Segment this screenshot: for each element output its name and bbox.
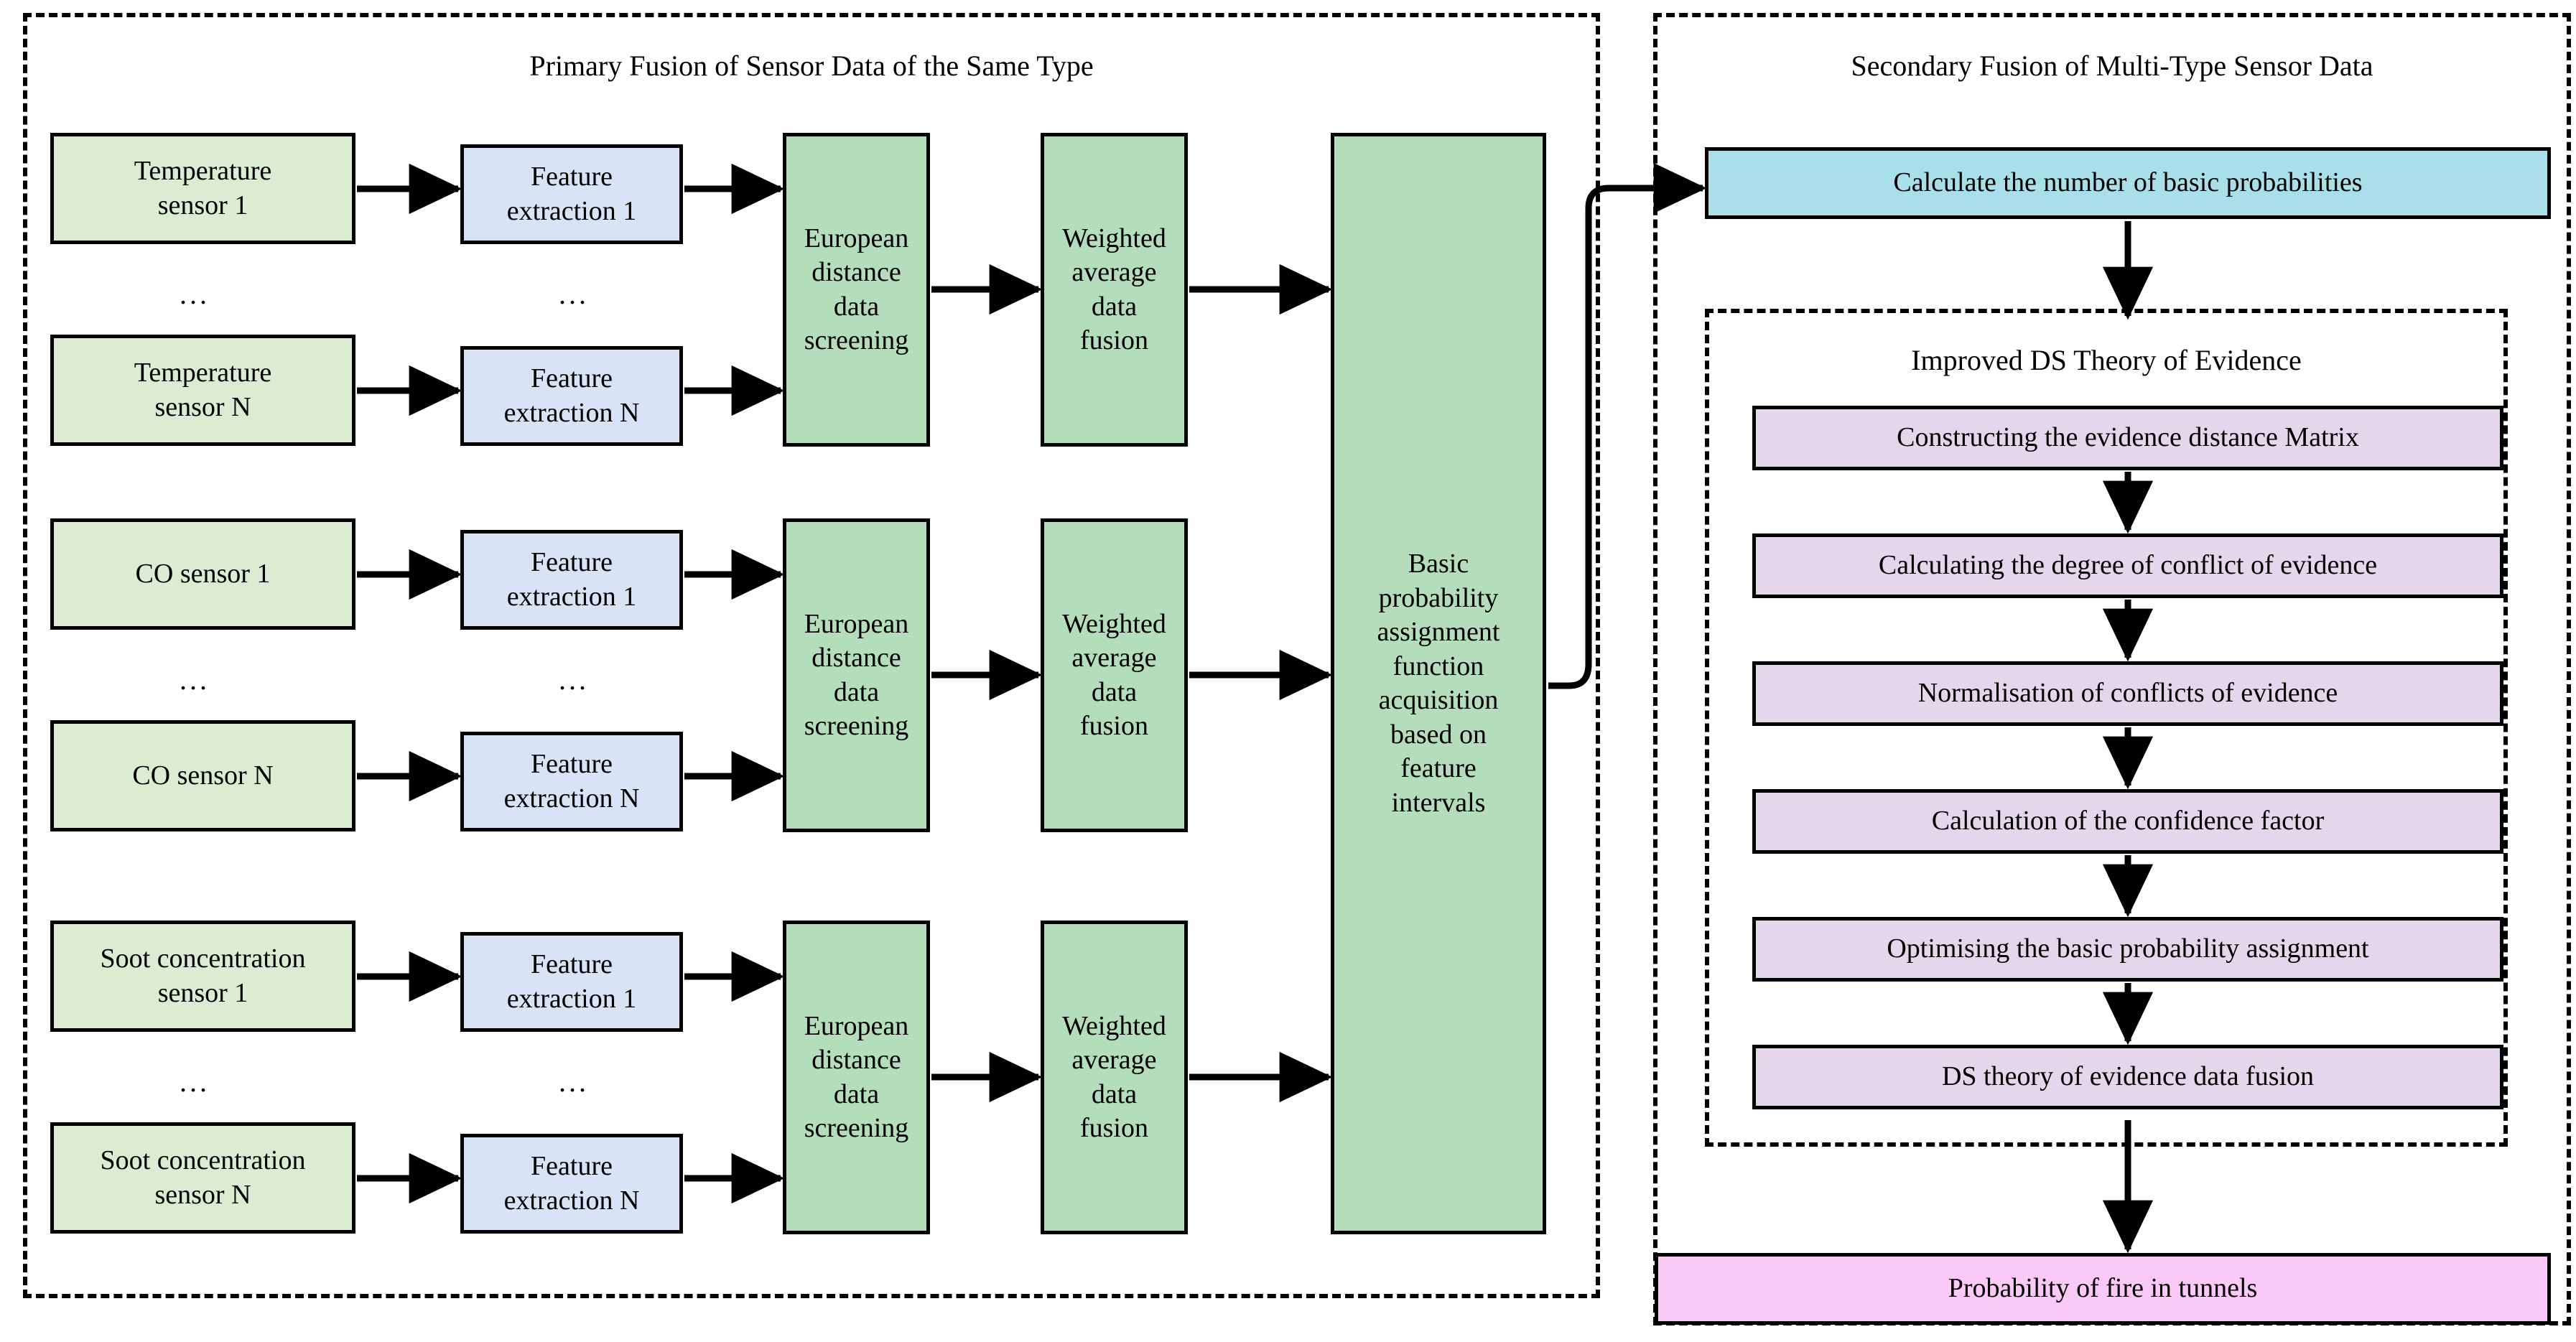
sensor-box-co-n[interactable]: CO sensor N [50, 720, 355, 831]
sensor-box-soot-n[interactable]: Soot concentration sensor N [50, 1122, 355, 1234]
ellipsis-sensor-soot: ... [180, 1066, 210, 1098]
sensor-box-temperature-n[interactable]: Temperature sensor N [50, 335, 355, 446]
ellipsis-feature-soot: ... [559, 1066, 589, 1098]
probability-of-fire-output-box[interactable]: Probability of fire in tunnels [1655, 1253, 2551, 1325]
ds-step-ds-theory-evidence-data-fusion[interactable]: DS theory of evidence data fusion [1752, 1045, 2503, 1109]
ds-step-optimising-basic-probability-assignment[interactable]: Optimising the basic probability assignm… [1752, 917, 2503, 982]
fusion-box-temperature[interactable]: Weighted average data fusion [1041, 133, 1188, 447]
sensor-box-co-1[interactable]: CO sensor 1 [50, 518, 355, 630]
sensor-box-temperature-1[interactable]: Temperature sensor 1 [50, 133, 355, 244]
feature-box-temperature-n[interactable]: Feature extraction N [460, 346, 683, 446]
feature-box-soot-1[interactable]: Feature extraction 1 [460, 932, 683, 1032]
screening-box-temperature[interactable]: European distance data screening [783, 133, 930, 447]
ds-step-calculation-of-confidence-factor[interactable]: Calculation of the confidence factor [1752, 789, 2503, 854]
feature-box-co-1[interactable]: Feature extraction 1 [460, 530, 683, 630]
ellipsis-feature-co: ... [559, 663, 589, 696]
basic-probability-assignment-box[interactable]: Basic probability assignment function ac… [1331, 133, 1546, 1234]
primary-fusion-title: Primary Fusion of Sensor Data of the Sam… [529, 50, 1094, 82]
ds-step-calculating-degree-of-conflict[interactable]: Calculating the degree of conflict of ev… [1752, 533, 2503, 598]
secondary-fusion-title: Secondary Fusion of Multi-Type Sensor Da… [1851, 50, 2373, 82]
feature-box-soot-n[interactable]: Feature extraction N [460, 1134, 683, 1234]
fusion-box-co[interactable]: Weighted average data fusion [1041, 518, 1188, 832]
calculate-basic-probabilities-box[interactable]: Calculate the number of basic probabilit… [1705, 147, 2551, 219]
sensor-box-soot-1[interactable]: Soot concentration sensor 1 [50, 921, 355, 1032]
fusion-box-soot[interactable]: Weighted average data fusion [1041, 921, 1188, 1234]
feature-box-temperature-1[interactable]: Feature extraction 1 [460, 144, 683, 244]
feature-box-co-n[interactable]: Feature extraction N [460, 732, 683, 831]
screening-box-soot[interactable]: European distance data screening [783, 921, 930, 1234]
ds-step-constructing-evidence-distance-matrix[interactable]: Constructing the evidence distance Matri… [1752, 406, 2503, 470]
ellipsis-sensor-co: ... [180, 663, 210, 696]
ds-step-normalisation-of-conflicts[interactable]: Normalisation of conflicts of evidence [1752, 661, 2503, 726]
ellipsis-sensor-temperature: ... [180, 278, 210, 310]
ellipsis-feature-temperature: ... [559, 278, 589, 310]
improved-ds-theory-title: Improved DS Theory of Evidence [1911, 344, 2302, 376]
screening-box-co[interactable]: European distance data screening [783, 518, 930, 832]
